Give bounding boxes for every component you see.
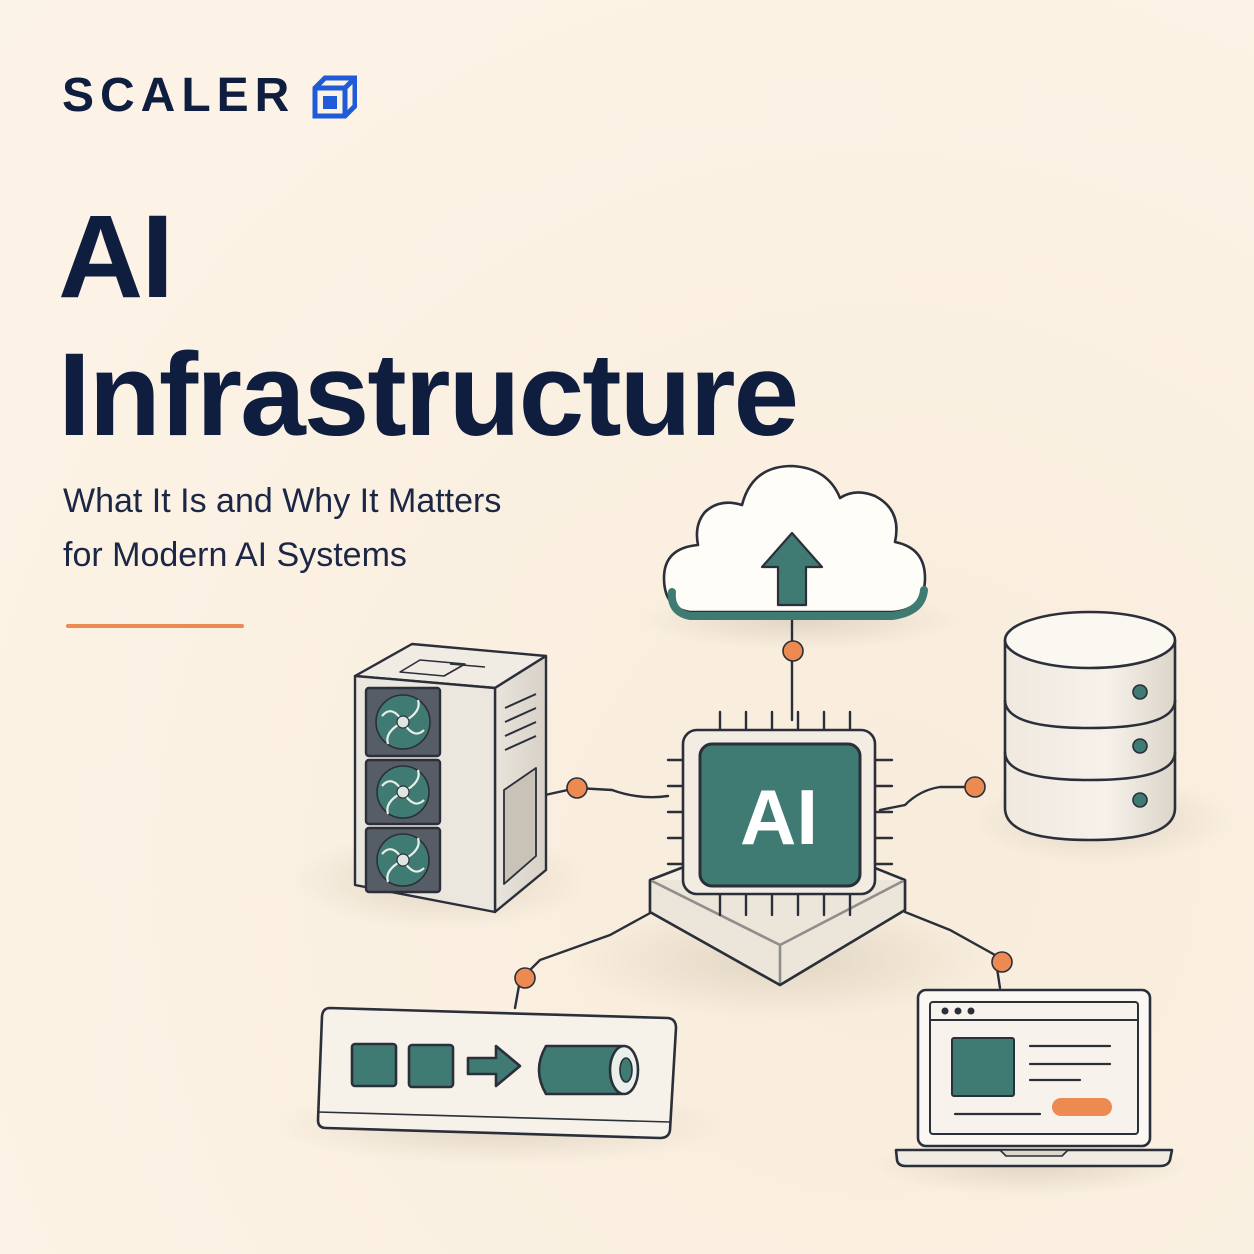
- connector-dots: [514, 640, 1013, 989]
- subtitle-line-1: What It Is and Why It Matters: [63, 482, 502, 520]
- title-line-1: AI: [58, 191, 174, 323]
- cube-logo-icon: [312, 75, 358, 119]
- cloud-upload-icon: [662, 464, 928, 620]
- page-title: AI Infrastructure: [58, 188, 799, 464]
- brand-name: SCALER: [62, 69, 296, 122]
- server-tower-icon: [353, 642, 548, 914]
- data-pipeline-icon: [316, 1006, 678, 1140]
- subtitle-line-2: for Modern AI Systems: [63, 536, 407, 574]
- laptop-app-icon: [894, 988, 1174, 1168]
- brand-logo: SCALER: [62, 69, 358, 122]
- fan-bays: [364, 686, 442, 894]
- page-subtitle: What It Is and Why It Matters for Modern…: [63, 474, 623, 582]
- ai-chip: AI: [666, 710, 894, 917]
- database-icon: [1003, 610, 1177, 842]
- chip-label: AI: [740, 773, 818, 861]
- accent-divider: [66, 624, 244, 628]
- title-line-2: Infrastructure: [58, 329, 799, 461]
